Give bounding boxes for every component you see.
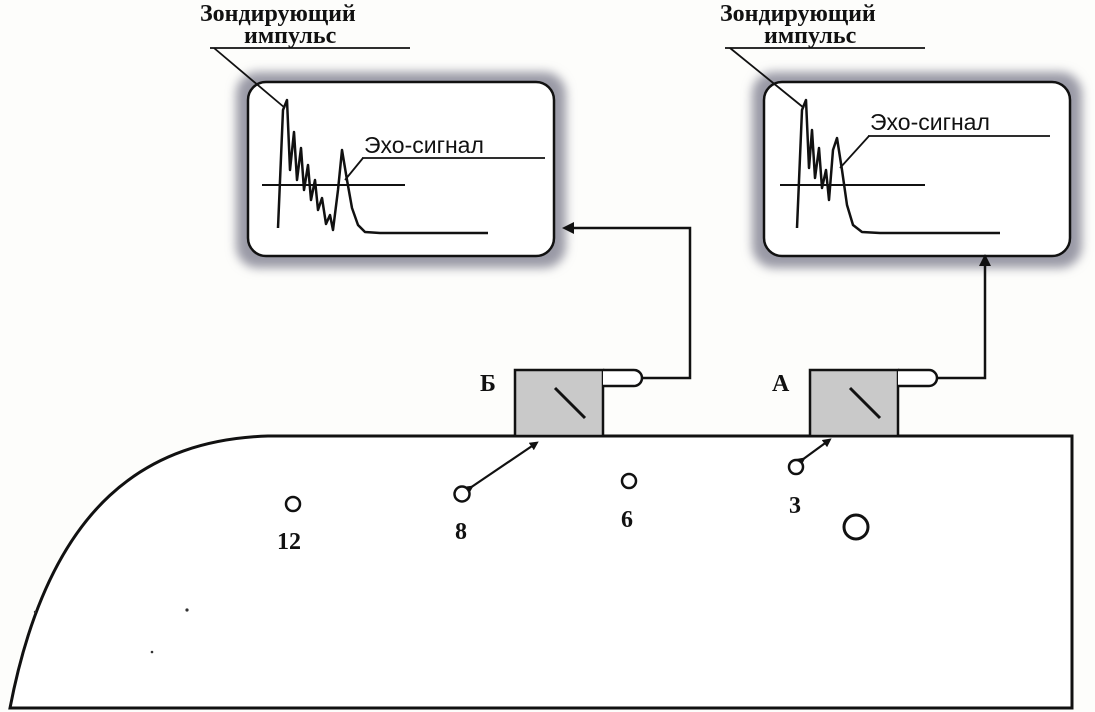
probe-b-label: Б (480, 371, 496, 397)
right-screen-frame (762, 80, 1072, 258)
defect-8-label: 8 (455, 519, 467, 545)
defect-6-label: 6 (621, 507, 633, 533)
defect-6-hole (620, 472, 638, 490)
probe-a-element (848, 386, 882, 420)
left-echo-leader (344, 157, 364, 181)
probe-a (808, 368, 939, 438)
right-screen-waveform (795, 98, 1000, 235)
defect-8-hole (453, 485, 471, 503)
signal-lines (562, 222, 991, 380)
left-pulse-label-line2: импульс (244, 23, 337, 49)
beam-b-to-defect-8 (463, 441, 539, 495)
left-pulse-leader (213, 47, 286, 109)
right-echo-leader (839, 135, 870, 169)
probe-b-element (553, 386, 587, 420)
scan-specks (33, 608, 189, 654)
probe-b-connector (603, 368, 644, 388)
right-signal-arrow (935, 254, 991, 380)
probe-a-label: А (772, 371, 790, 397)
right-echo-label: Эхо-сигнал (870, 109, 990, 135)
left-screen-frame (246, 80, 556, 258)
defect-3-label: 3 (789, 493, 801, 519)
right-screen (725, 47, 1082, 268)
defects (284, 458, 870, 541)
probe-b (513, 368, 644, 438)
left-pulse-label-line1: Зондирующий (200, 1, 356, 27)
left-screen-waveform (276, 98, 488, 235)
left-echo-label: Эхо-сигнал (364, 132, 484, 158)
right-pulse-label-line1: Зондирующий (720, 1, 876, 27)
left-screen (210, 47, 566, 268)
right-pulse-leader (729, 47, 805, 109)
defect-3-hole (787, 458, 805, 476)
defect-12-hole (284, 495, 302, 513)
defect-12-label: 12 (277, 529, 301, 555)
right-pulse-label-line2: импульс (764, 23, 857, 49)
large-hole (842, 513, 870, 541)
probe-a-connector (898, 368, 939, 388)
test-specimen (8, 434, 1074, 710)
probe-a-body (808, 368, 900, 438)
left-signal-arrow (562, 222, 692, 380)
probe-b-body (513, 368, 605, 438)
beam-a-to-defect-3 (795, 438, 832, 467)
